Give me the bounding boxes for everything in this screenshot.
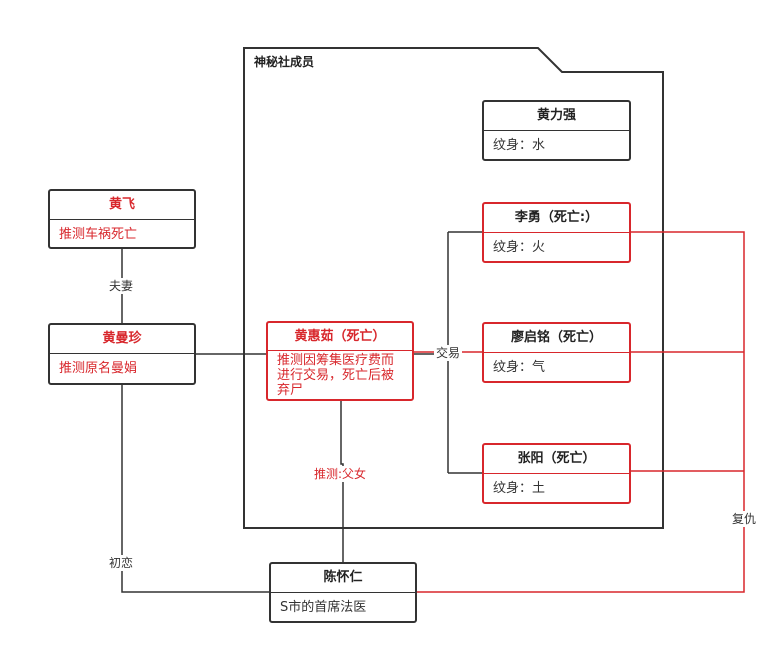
- edge-father-daughter: [340, 385, 344, 563]
- node-body: 推测原名曼娟: [59, 361, 138, 376]
- node-chen-huairen[interactable]: 陈怀仁 S市的首席法医: [269, 562, 417, 623]
- package-title: 神秘社成员: [254, 55, 315, 69]
- node-huang-liqiang[interactable]: 黄力强 纹身：水: [482, 100, 631, 161]
- node-title: 黄飞: [50, 191, 194, 220]
- node-liao-qiming[interactable]: 廖启铭（死亡） 纹身：气: [482, 322, 631, 383]
- label-father-daughter: 推测:父女: [312, 466, 369, 482]
- node-title: 张阳（死亡）: [484, 445, 629, 474]
- node-huang-feng[interactable]: 黄飞 推测车祸死亡: [48, 189, 196, 249]
- node-body: 推测因筹集医疗费而进行交易，死亡后被弃尸: [277, 353, 395, 398]
- node-body: 纹身：火: [493, 240, 546, 255]
- node-title: 黄力强: [484, 102, 629, 131]
- node-li-yong[interactable]: 李勇（死亡:） 纹身：火: [482, 202, 631, 263]
- edge-first-love: [121, 384, 270, 593]
- node-huang-manzhen[interactable]: 黄曼珍 推测原名曼娟: [48, 323, 196, 385]
- label-trade: 交易: [434, 345, 463, 361]
- node-body: 纹身：土: [493, 481, 546, 496]
- node-title: 陈怀仁: [271, 564, 415, 593]
- node-title: 黄曼珍: [50, 325, 194, 354]
- node-zhang-yang[interactable]: 张阳（死亡） 纹身：土: [482, 443, 631, 504]
- label-revenge: 复仇: [730, 511, 759, 527]
- node-body: 纹身：气: [493, 360, 546, 375]
- package-frame: [243, 47, 664, 529]
- node-title: 黄惠茹（死亡）: [268, 323, 412, 351]
- label-first-love: 初恋: [107, 555, 136, 571]
- node-body: 推测车祸死亡: [59, 227, 138, 242]
- node-body: S市的首席法医: [280, 600, 367, 615]
- node-title: 李勇（死亡:）: [484, 204, 629, 233]
- edge-revenge: [416, 231, 745, 593]
- node-huang-huiru[interactable]: 黄惠茹（死亡） 推测因筹集医疗费而进行交易，死亡后被弃尸: [266, 321, 414, 401]
- node-body: 纹身：水: [493, 138, 546, 153]
- node-title: 廖启铭（死亡）: [484, 324, 629, 353]
- label-spouse: 夫妻: [107, 278, 136, 294]
